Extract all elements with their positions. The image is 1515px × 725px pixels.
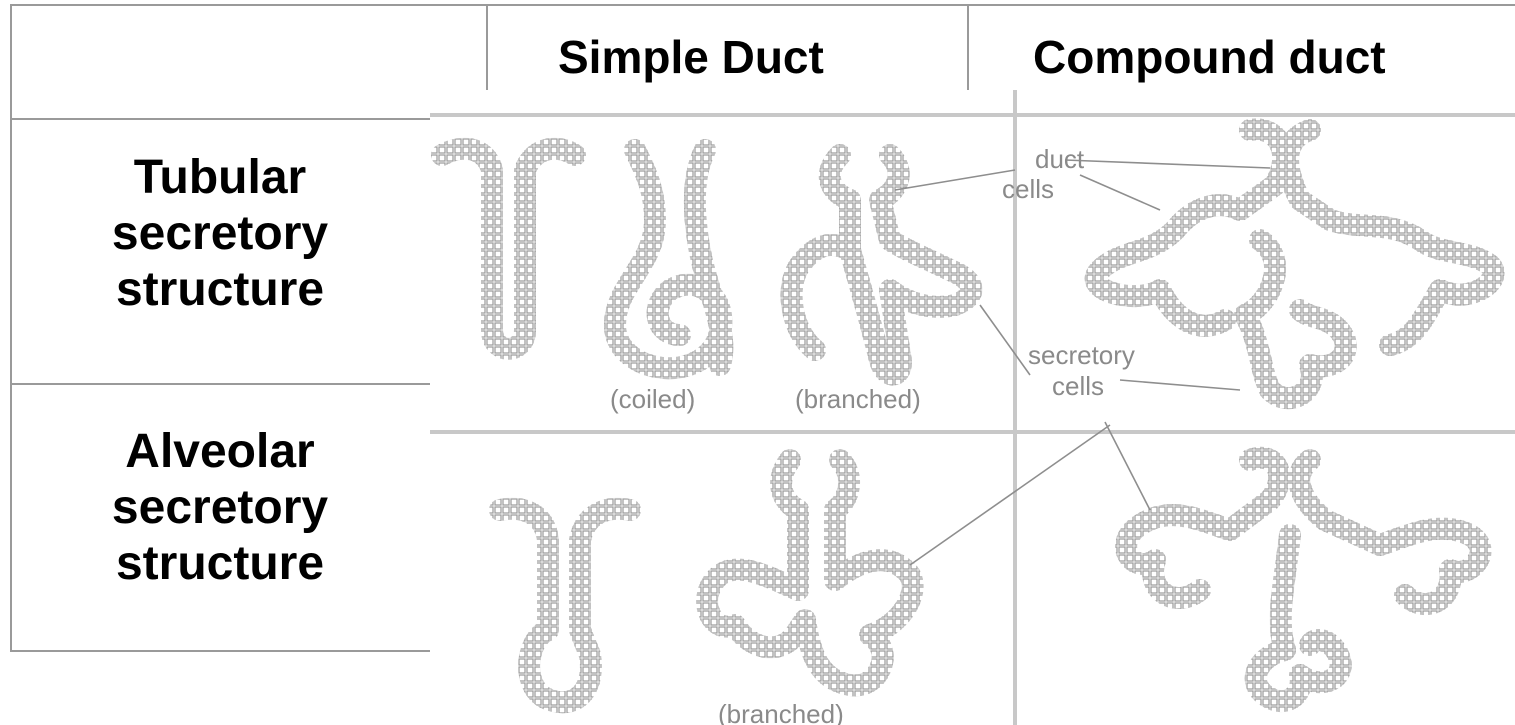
row-label-tubular: Tubular secretory structure bbox=[10, 150, 430, 318]
row-divider bbox=[10, 383, 430, 385]
simple-branched-tubular-gland bbox=[792, 155, 972, 374]
column-divider-1 bbox=[486, 4, 488, 90]
compound-alveolar-gland bbox=[1126, 458, 1480, 701]
table-top-border bbox=[10, 4, 1515, 6]
row-label-tubular-line3: structure bbox=[10, 262, 430, 318]
label-branched-tubular: (branched) bbox=[795, 384, 921, 414]
simple-alveolar-gland bbox=[500, 509, 630, 702]
column-header-compound-duct: Compound duct bbox=[1033, 34, 1386, 80]
row-label-tubular-line1: Tubular bbox=[10, 150, 430, 206]
label-secretory-line1: secretory bbox=[1028, 340, 1135, 370]
compound-tubular-gland bbox=[1096, 129, 1494, 398]
simple-branched-alveolar-gland bbox=[707, 460, 912, 685]
label-branched-alveolar: (branched) bbox=[718, 699, 844, 725]
label-coiled: (coiled) bbox=[610, 384, 695, 414]
label-secretory-line2: cells bbox=[1052, 371, 1104, 401]
simple-tubular-gland bbox=[442, 149, 575, 349]
label-duct-line2: cells bbox=[1002, 174, 1054, 204]
gland-illustration: (coiled) (branched) duct cells secretory… bbox=[430, 90, 1515, 725]
row-label-alveolar: Alveolar secretory structure bbox=[10, 424, 430, 592]
row-label-alveolar-line2: secretory bbox=[10, 480, 430, 536]
column-divider-2 bbox=[967, 4, 969, 90]
simple-coiled-tubular-gland bbox=[615, 150, 722, 368]
column-header-simple-duct: Simple Duct bbox=[558, 34, 824, 80]
row-label-alveolar-line1: Alveolar bbox=[10, 424, 430, 480]
row-label-tubular-line2: secretory bbox=[10, 206, 430, 262]
label-duct-line1: duct bbox=[1035, 144, 1085, 174]
table-bottom-border bbox=[10, 650, 430, 652]
row-label-alveolar-line3: structure bbox=[10, 536, 430, 592]
header-row-divider bbox=[10, 118, 430, 120]
